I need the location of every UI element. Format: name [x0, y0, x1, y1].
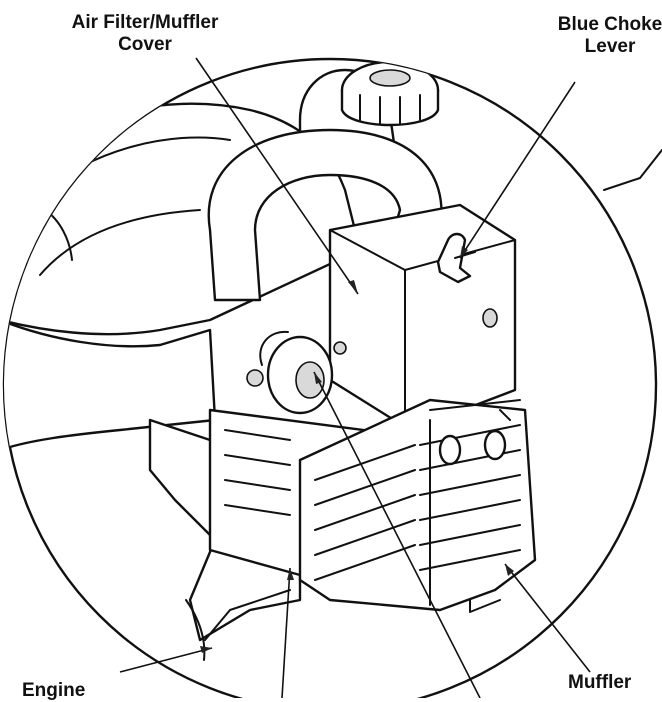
leader-primer: [313, 371, 481, 698]
label-engine: Engine: [22, 680, 86, 701]
engine-body: [4, 60, 537, 661]
leader-spark: [281, 567, 291, 698]
label-choke-line2: Lever: [584, 36, 636, 57]
label-choke-line1: Blue Choke: [557, 14, 662, 35]
leader-choke: [459, 81, 576, 259]
label-air-filter-muffler-cover: Air Filter/Muffler Cover: [40, 12, 250, 56]
leader-engine: [119, 647, 213, 673]
label-muffler: Muffler: [568, 672, 632, 693]
magnifier-callout-line: [603, 149, 662, 191]
label-air-filter-line2: Cover: [118, 34, 172, 55]
leader-muffler: [504, 563, 591, 673]
label-air-filter-line1: Air Filter/Muffler: [71, 12, 219, 33]
leader-air-filter: [195, 57, 359, 295]
label-blue-choke-lever: Blue Choke Lever: [525, 14, 662, 58]
